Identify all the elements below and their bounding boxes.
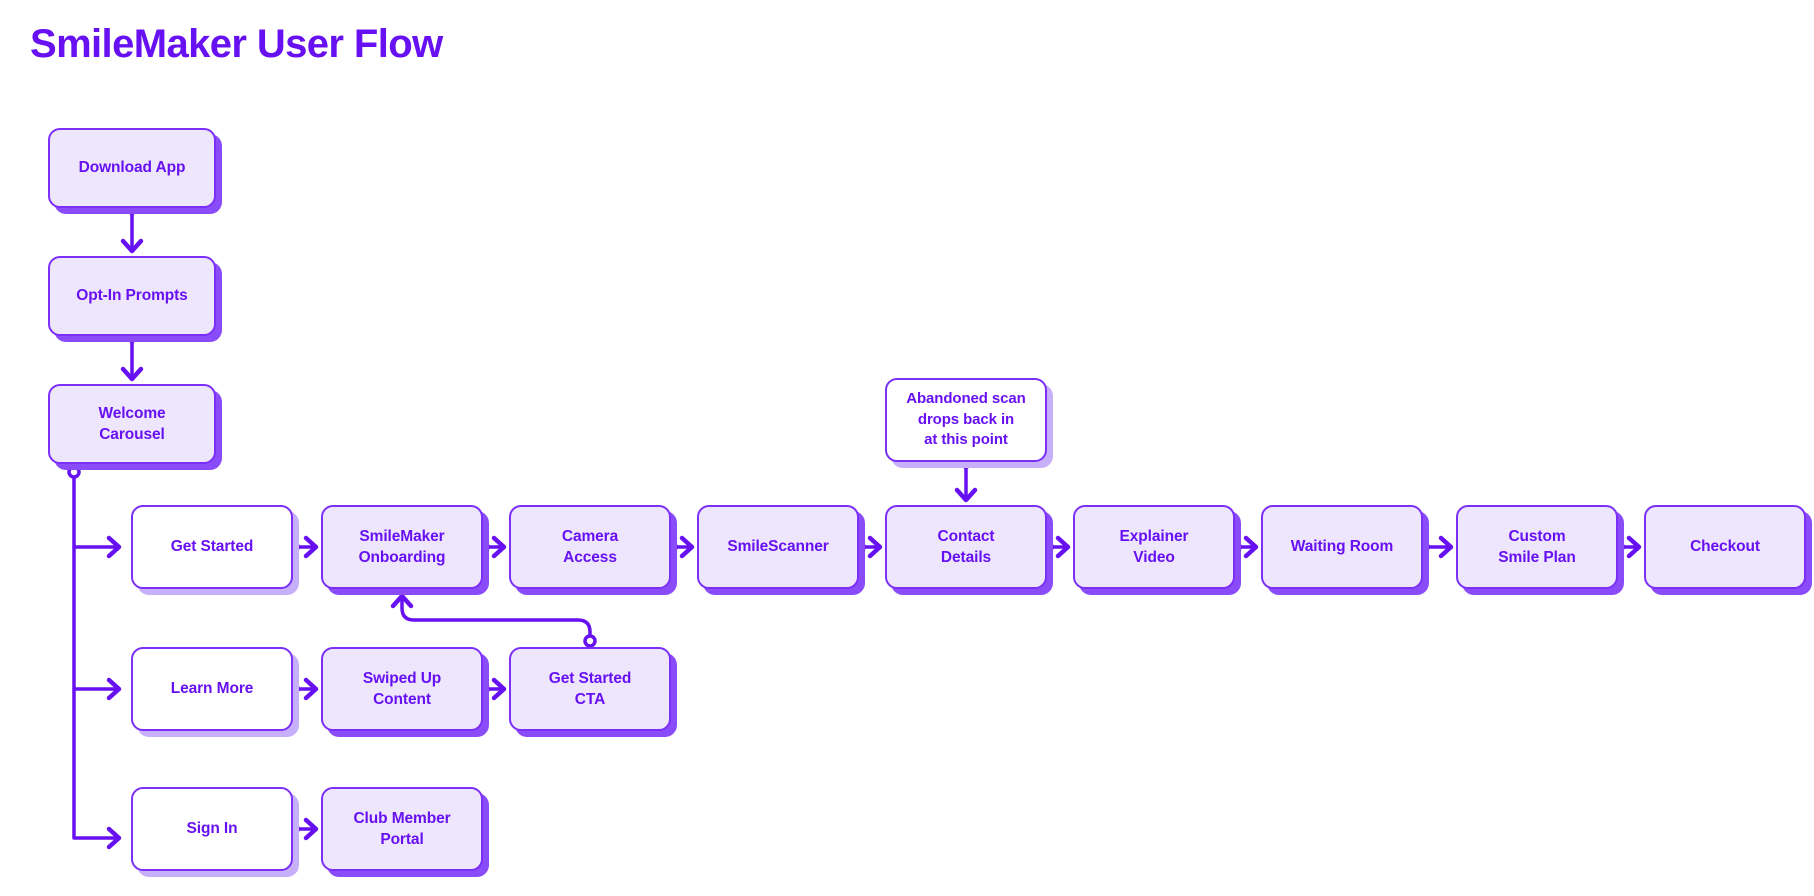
edge-abandoned-scan-note-to-contact-details — [954, 455, 978, 503]
node-label: Learn More — [170, 680, 254, 698]
edge-welcome-carousel-branch-trunk — [67, 465, 122, 850]
node-get-started[interactable]: Get Started — [131, 505, 293, 589]
page-title: SmileMaker User Flow — [30, 22, 443, 66]
node-download-app[interactable]: Download App — [48, 128, 216, 208]
node-learn-more[interactable]: Learn More — [131, 647, 293, 731]
node-label: Get Started — [170, 538, 254, 556]
node-label: Sign In — [186, 820, 238, 838]
node-label: Waiting Room — [1290, 538, 1394, 556]
node-opt-in-prompts[interactable]: Opt-In Prompts — [48, 256, 216, 336]
node-label: Checkout — [1690, 538, 1760, 556]
node-label: Opt-In Prompts — [76, 287, 188, 305]
edge-get-started-cta-to-smilemaker-onboarding — [390, 593, 597, 648]
node-smilescanner[interactable]: SmileScanner — [697, 505, 859, 589]
node-sign-in[interactable]: Sign In — [131, 787, 293, 871]
node-label: Download App — [78, 159, 186, 177]
edge-opt-in-prompts-to-welcome-carousel — [120, 329, 144, 382]
node-label: SmileScanner — [727, 538, 829, 556]
node-checkout[interactable]: Checkout — [1644, 505, 1806, 589]
edge-download-app-to-opt-in-prompts — [120, 201, 144, 254]
node-waiting-room[interactable]: Waiting Room — [1261, 505, 1423, 589]
